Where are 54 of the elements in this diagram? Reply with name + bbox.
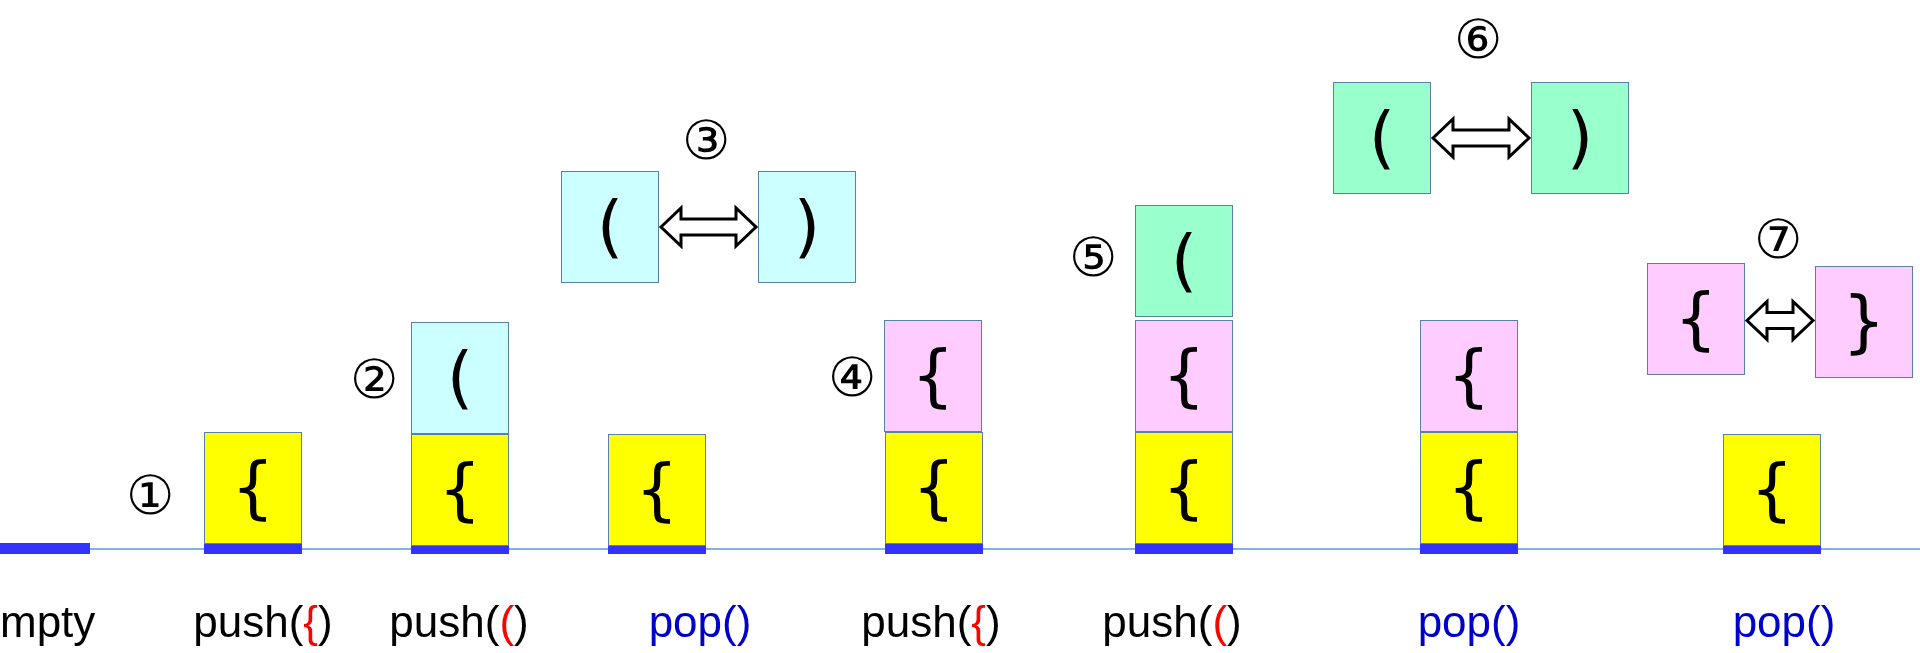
stack-item-box — [204, 432, 302, 544]
bracket-symbol: { — [911, 342, 955, 410]
stack-item-box — [885, 432, 983, 544]
stack-item-box — [1333, 82, 1431, 194]
stack-item-box — [884, 320, 982, 432]
step-number: ③ — [682, 114, 730, 168]
operation-label: pop() — [1732, 598, 1836, 647]
bracket-symbol: { — [1162, 342, 1206, 410]
double-arrow — [658, 204, 759, 250]
bracket-symbol: } — [1842, 288, 1886, 356]
stack-item-box — [411, 322, 509, 434]
step-number: ② — [350, 353, 398, 407]
bracket-symbol: ) — [793, 193, 821, 261]
bracket-symbol: { — [1162, 454, 1206, 522]
operation-label: push({) — [193, 598, 333, 647]
operation-label: push(() — [389, 598, 529, 647]
operation-label: push(() — [1102, 598, 1242, 647]
stack-item-box — [1723, 434, 1821, 546]
step-number: ⑤ — [1069, 231, 1117, 285]
stack-item-box — [1135, 320, 1233, 432]
operation-label: pop() — [1417, 598, 1521, 647]
bracket-symbol: { — [1750, 456, 1794, 524]
stack-item-box — [1647, 263, 1745, 375]
bracket-symbol: { — [1447, 342, 1491, 410]
stack-item-box — [1420, 320, 1518, 432]
stack-item-box — [1815, 266, 1913, 378]
double-arrow — [1430, 115, 1532, 161]
step-number: ⑦ — [1754, 213, 1802, 267]
stack-item-box — [758, 171, 856, 283]
bracket-symbol: { — [438, 456, 482, 524]
stack-item-box — [561, 171, 659, 283]
step-number: ⑥ — [1454, 13, 1502, 67]
bracket-symbol: ( — [596, 193, 624, 261]
bracket-symbol: ( — [446, 344, 474, 412]
bracket-symbol: { — [231, 454, 275, 522]
step-number: ① — [126, 469, 174, 523]
stack-item-box — [1135, 205, 1233, 317]
stack-item-box — [411, 434, 509, 546]
bracket-symbol: ) — [1566, 104, 1594, 172]
stack-item-box — [608, 434, 706, 546]
operation-label: pop() — [648, 598, 752, 647]
bracket-symbol: { — [1447, 454, 1491, 522]
stack-item-box — [1420, 432, 1518, 544]
bracket-symbol: ( — [1170, 227, 1198, 295]
stack-item-box — [1135, 432, 1233, 544]
bracket-symbol: { — [912, 454, 956, 522]
operation-label: mpty — [0, 598, 96, 647]
stack-item-box — [1531, 82, 1629, 194]
bracket-symbol: { — [1674, 285, 1718, 353]
bracket-symbol: ( — [1368, 104, 1396, 172]
bracket-symbol: { — [635, 456, 679, 524]
operation-label: push({) — [861, 598, 1001, 647]
double-arrow — [1744, 298, 1816, 343]
step-number: ④ — [828, 351, 876, 405]
